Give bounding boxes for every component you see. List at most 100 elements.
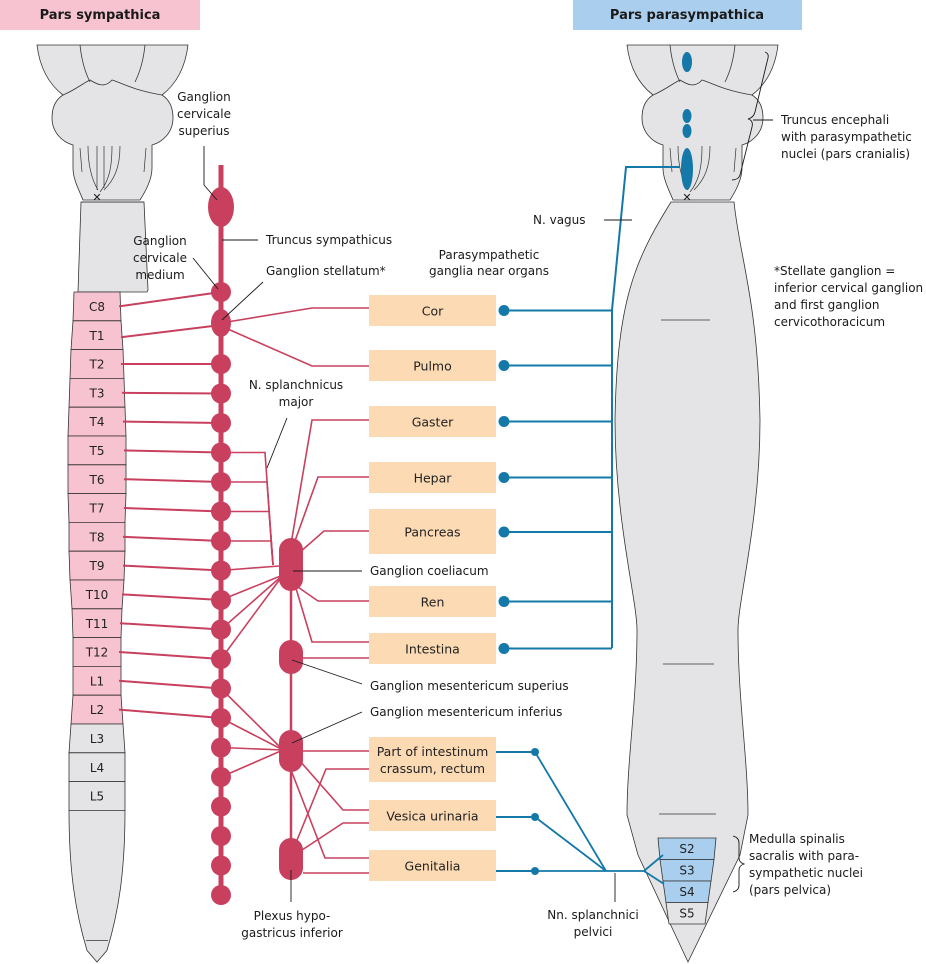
- label-medulla-sacralis-line: (pars pelvica): [749, 883, 831, 897]
- label-truncus-encephali-line: with parasympathetic: [781, 130, 912, 144]
- brace-truncus-encephali: [731, 51, 769, 181]
- parasympathetic-header: Pars parasympathica: [573, 0, 802, 30]
- decussation-icon-right: ✕: [682, 191, 691, 204]
- ramus-communicans: [119, 622, 222, 631]
- label-ganglion-cervicale-medium-line: cervicale: [133, 251, 187, 265]
- segment-label: T11: [85, 617, 109, 631]
- segment-label: L5: [90, 790, 104, 804]
- organ-box-part: [369, 737, 496, 782]
- splanchnic-branch: [220, 574, 284, 631]
- organ-box-ren: [369, 586, 496, 617]
- pointer-n-splanchnicus-major: [266, 417, 288, 469]
- label-ganglion-cervicale-superius-line: cervicale: [177, 107, 231, 121]
- label-ganglion-coeliacum: Ganglion coeliacum: [370, 564, 489, 578]
- ramus-communicans: [123, 507, 222, 513]
- sympathetic-header-text: Pars sympathica: [40, 8, 161, 23]
- segment-label: T1: [89, 329, 105, 343]
- sympathetic-trunk: [118, 165, 369, 905]
- organ-box-vesica: [369, 800, 496, 831]
- organ-box-intestina: [369, 633, 496, 664]
- paravertebral-ganglion: [211, 826, 231, 846]
- organ-box-hepar: [369, 462, 496, 493]
- lumbar-splanchnic-branch: [220, 746, 284, 751]
- brace-medulla-sacralis: [732, 835, 746, 893]
- label-truncus-encephali-line: Truncus encephali: [780, 113, 889, 127]
- label-n-vagus: N. vagus: [533, 213, 586, 227]
- ramus-communicans: [122, 535, 222, 542]
- parasympathetic-ganglion: [498, 416, 510, 427]
- parasympathetic-ganglion: [498, 643, 510, 654]
- fiber-to-ren: [294, 584, 369, 602]
- organ-label: Hepar: [414, 471, 453, 486]
- pointer-ganglion-mesentericum-inferius: [291, 711, 363, 744]
- ramus-communicans: [121, 391, 222, 395]
- label-ganglion-cervicale-superius-line: Ganglion: [177, 90, 231, 104]
- organ-label: Cor: [422, 304, 444, 319]
- sacral-segment-label: S4: [679, 885, 694, 899]
- label-ganglion-cervicale-medium-line: medium: [135, 268, 184, 282]
- segment-label: L2: [90, 703, 104, 717]
- pointer-ganglion-cervicale-medium: [192, 257, 219, 290]
- nn-splanchnici-pelvici-branch: [534, 816, 607, 872]
- ramus-communicans: [121, 593, 222, 601]
- ganglion-coeliacum: [279, 538, 303, 591]
- organ-box-gaster: [369, 406, 496, 437]
- pons-outline-right: [652, 79, 753, 96]
- ramus-communicans: [123, 449, 222, 454]
- paravertebral-ganglion: [211, 885, 231, 905]
- label-plexus-hypogastricus-line: gastricus inferior: [241, 926, 343, 940]
- fiber-to-pancreas: [290, 530, 369, 561]
- nucleus-midbrain: [682, 52, 692, 72]
- parasympathetic-fibers: [496, 166, 680, 885]
- n-splanchnicus-major-root: [221, 540, 274, 566]
- splanchnic-branch: [220, 565, 280, 572]
- sympathetic-header-bg: [0, 0, 200, 30]
- n-vagus: [611, 166, 680, 648]
- parasympathetic-header-text: Pars parasympathica: [610, 8, 764, 23]
- parasympathetic-ganglion: [498, 472, 510, 483]
- lumbar-splanchnic-branch: [220, 717, 284, 751]
- pointer-ganglion-cervicale-superius: [203, 146, 218, 201]
- ramus-communicans: [122, 564, 222, 572]
- segment-label: T3: [89, 386, 105, 400]
- fiber-to-vesica-2: [298, 822, 369, 853]
- organ-label: Ren: [421, 595, 445, 610]
- label-ganglion-cervicale-superius-line: superius: [179, 124, 230, 138]
- lumbar-splanchnic-branch: [220, 687, 284, 751]
- sacral-segment-label: S2: [679, 842, 694, 856]
- pelvic-root-s4: [643, 870, 665, 885]
- segment-label: T10: [85, 588, 109, 602]
- label-ganglion-mesentericum-inferius: Ganglion mesentericum inferius: [370, 705, 562, 719]
- cerebral-peduncles: [79, 44, 146, 83]
- organ-label: Gaster: [412, 415, 454, 430]
- ramus-c8: [118, 291, 222, 308]
- pointer-ganglion-stellatum: [221, 281, 264, 321]
- organ-label: Pancreas: [404, 525, 460, 540]
- organ-box-pancreas: [369, 509, 496, 554]
- nucleus-pons-1: [682, 109, 692, 123]
- medulla-lines-right: [669, 145, 737, 193]
- fiber-to-vesica: [298, 759, 369, 811]
- organ-label: Intestina: [405, 642, 460, 657]
- label-parasympathetic-ganglia-line: ganglia near organs: [429, 264, 549, 278]
- pelvic-root-s2s3: [606, 854, 664, 872]
- parasympathetic-ganglion: [498, 596, 510, 607]
- label-parasympathetic-ganglia-line: Parasympathetic: [439, 248, 540, 262]
- ramus-t1: [120, 324, 222, 339]
- label-stellate-note-line: inferior cervical ganglion: [774, 281, 923, 295]
- labels: GanglioncervicalesuperiusGanglioncervica…: [133, 51, 923, 940]
- sacral-segment-label: S5: [679, 907, 694, 921]
- organ-box-cor: [369, 295, 496, 326]
- paravertebral-ganglion: [211, 796, 231, 817]
- sacral-segment-label: S3: [679, 864, 694, 878]
- fiber-to-gaster: [290, 419, 369, 545]
- ramus-communicans: [118, 651, 222, 660]
- ganglion-cervicale-superius: [208, 187, 234, 227]
- fiber-to-pulmo: [220, 325, 369, 367]
- organ-boxes: CorPulmoGasterHeparPancreasRenIntestinaP…: [369, 295, 496, 881]
- decussation-icon: ✕: [92, 191, 101, 204]
- plexus-hypogastricus-inferior: [279, 838, 303, 880]
